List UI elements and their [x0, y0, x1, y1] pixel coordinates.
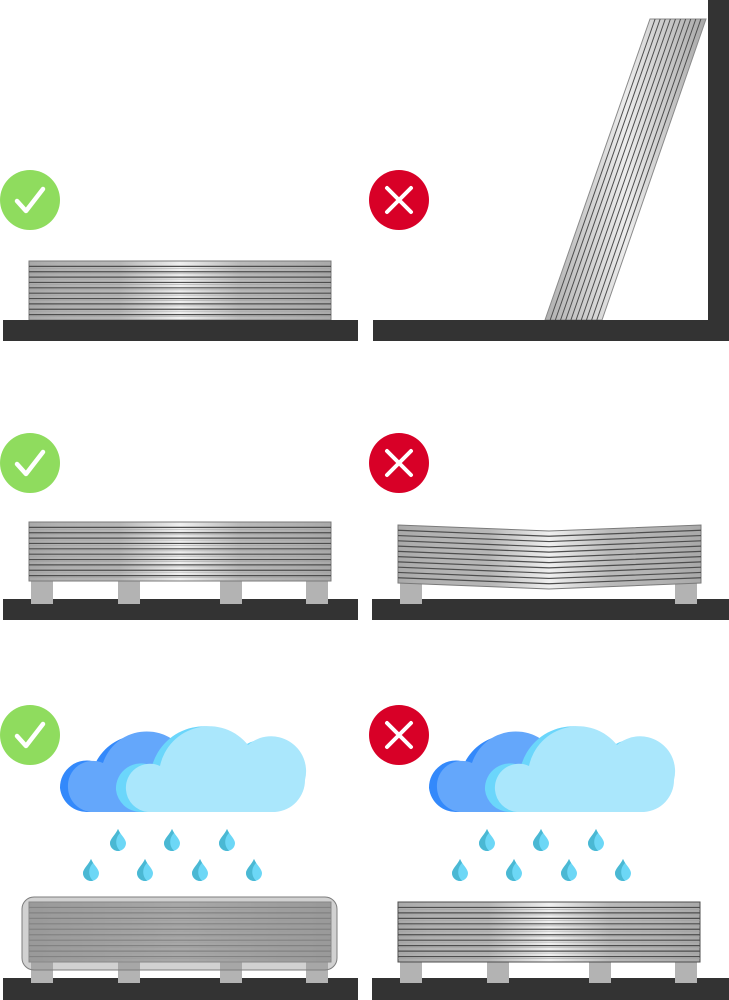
support-block — [118, 581, 140, 604]
raindrop-icon — [561, 859, 577, 881]
support-block — [400, 581, 422, 604]
ground — [3, 978, 358, 1000]
raindrops — [452, 829, 631, 881]
sheet-line — [596, 18, 702, 321]
support-block — [220, 962, 242, 983]
ground — [372, 599, 729, 620]
supports — [400, 581, 697, 604]
sheet-line — [575, 18, 682, 321]
support-block — [675, 962, 697, 983]
rain-cloud-icon — [59, 726, 307, 813]
raindrop-icon — [219, 829, 235, 851]
sheet-line — [560, 18, 666, 321]
ground — [3, 320, 358, 341]
sagging-sheet-stack — [397, 524, 702, 590]
supports — [31, 962, 328, 983]
support-block — [31, 962, 53, 983]
supports — [400, 962, 697, 983]
supports — [31, 581, 328, 604]
panel-well-supported — [0, 433, 358, 620]
raindrops — [83, 829, 262, 881]
support-block — [589, 962, 611, 983]
support-block — [31, 581, 53, 604]
sheet-stack — [28, 521, 332, 582]
raindrop-icon — [83, 859, 99, 881]
panel-covered-in-rain — [0, 705, 358, 1000]
raindrop-icon — [110, 829, 126, 851]
raindrop-icon — [452, 859, 468, 881]
support-block — [118, 962, 140, 983]
sheet-line — [397, 540, 702, 548]
cross-icon — [369, 170, 429, 230]
raindrop-icon — [506, 859, 522, 881]
check-icon — [0, 705, 60, 765]
panel-uncovered-in-rain — [369, 705, 729, 1000]
raindrop-icon — [479, 829, 495, 851]
rain-cloud-icon — [428, 726, 676, 813]
support-block — [675, 581, 697, 604]
support-block — [306, 581, 328, 604]
cross-icon — [369, 705, 429, 765]
leaning-sheet-stack — [544, 18, 707, 321]
sheet-stack — [28, 901, 332, 963]
raindrop-icon — [192, 859, 208, 881]
sheet-line — [397, 529, 702, 537]
raindrop-icon — [615, 859, 631, 881]
check-icon — [0, 433, 60, 493]
sheet-line — [554, 18, 661, 321]
sheet-stack — [28, 260, 332, 321]
sheet-line — [397, 566, 702, 574]
wall — [708, 0, 729, 320]
panel-poorly-supported — [369, 433, 729, 620]
sheet-line — [565, 18, 671, 321]
panel-flat-on-ground — [0, 170, 358, 341]
panel-leaning-on-wall — [369, 0, 729, 341]
sheet-line — [397, 571, 702, 580]
cloud-front — [125, 726, 307, 812]
ground — [372, 978, 729, 1000]
raindrop-icon — [164, 829, 180, 851]
sheet-stack — [397, 901, 701, 963]
sheet-line — [397, 556, 702, 564]
sheet-line — [397, 561, 702, 569]
cloud-front — [494, 726, 676, 812]
sheet-line — [585, 18, 692, 321]
support-block — [220, 581, 242, 604]
protective-cover — [21, 896, 338, 971]
support-block — [306, 962, 328, 983]
raindrop-icon — [533, 829, 549, 851]
sheet-line — [397, 577, 702, 585]
sheet-line — [570, 18, 676, 321]
raindrop-icon — [137, 859, 153, 881]
ground — [3, 599, 358, 620]
sheet-line — [397, 550, 702, 558]
support-block — [400, 962, 422, 983]
cross-icon — [369, 433, 429, 493]
ground — [373, 320, 729, 341]
support-block — [487, 962, 509, 983]
sheet-line — [580, 18, 687, 321]
sheet-line — [397, 534, 702, 543]
raindrop-icon — [588, 829, 604, 851]
sheet-line — [549, 18, 656, 321]
check-icon — [0, 170, 60, 230]
sheet-line — [591, 18, 697, 321]
sheet-line — [397, 545, 702, 553]
raindrop-icon — [246, 859, 262, 881]
